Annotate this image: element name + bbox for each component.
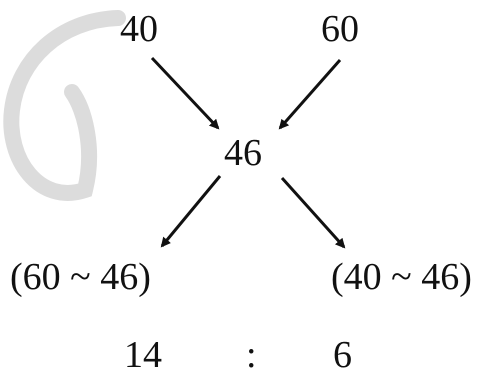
ratio-right: 6: [333, 334, 352, 370]
value-center: 46: [224, 132, 262, 174]
arrow-60-to-46: [278, 59, 342, 130]
difference-right: (40 ~ 46): [331, 256, 472, 298]
value-top-right: 60: [321, 8, 359, 50]
arrow-40-to-46: [150, 56, 220, 130]
difference-left: (60 ~ 46): [10, 256, 151, 298]
arrow-46-to-left: [160, 175, 222, 248]
ratio-left: 14: [124, 334, 162, 370]
ratio-separator: :: [246, 334, 257, 370]
value-top-left: 40: [120, 8, 158, 50]
arrow-46-to-right: [280, 176, 346, 249]
